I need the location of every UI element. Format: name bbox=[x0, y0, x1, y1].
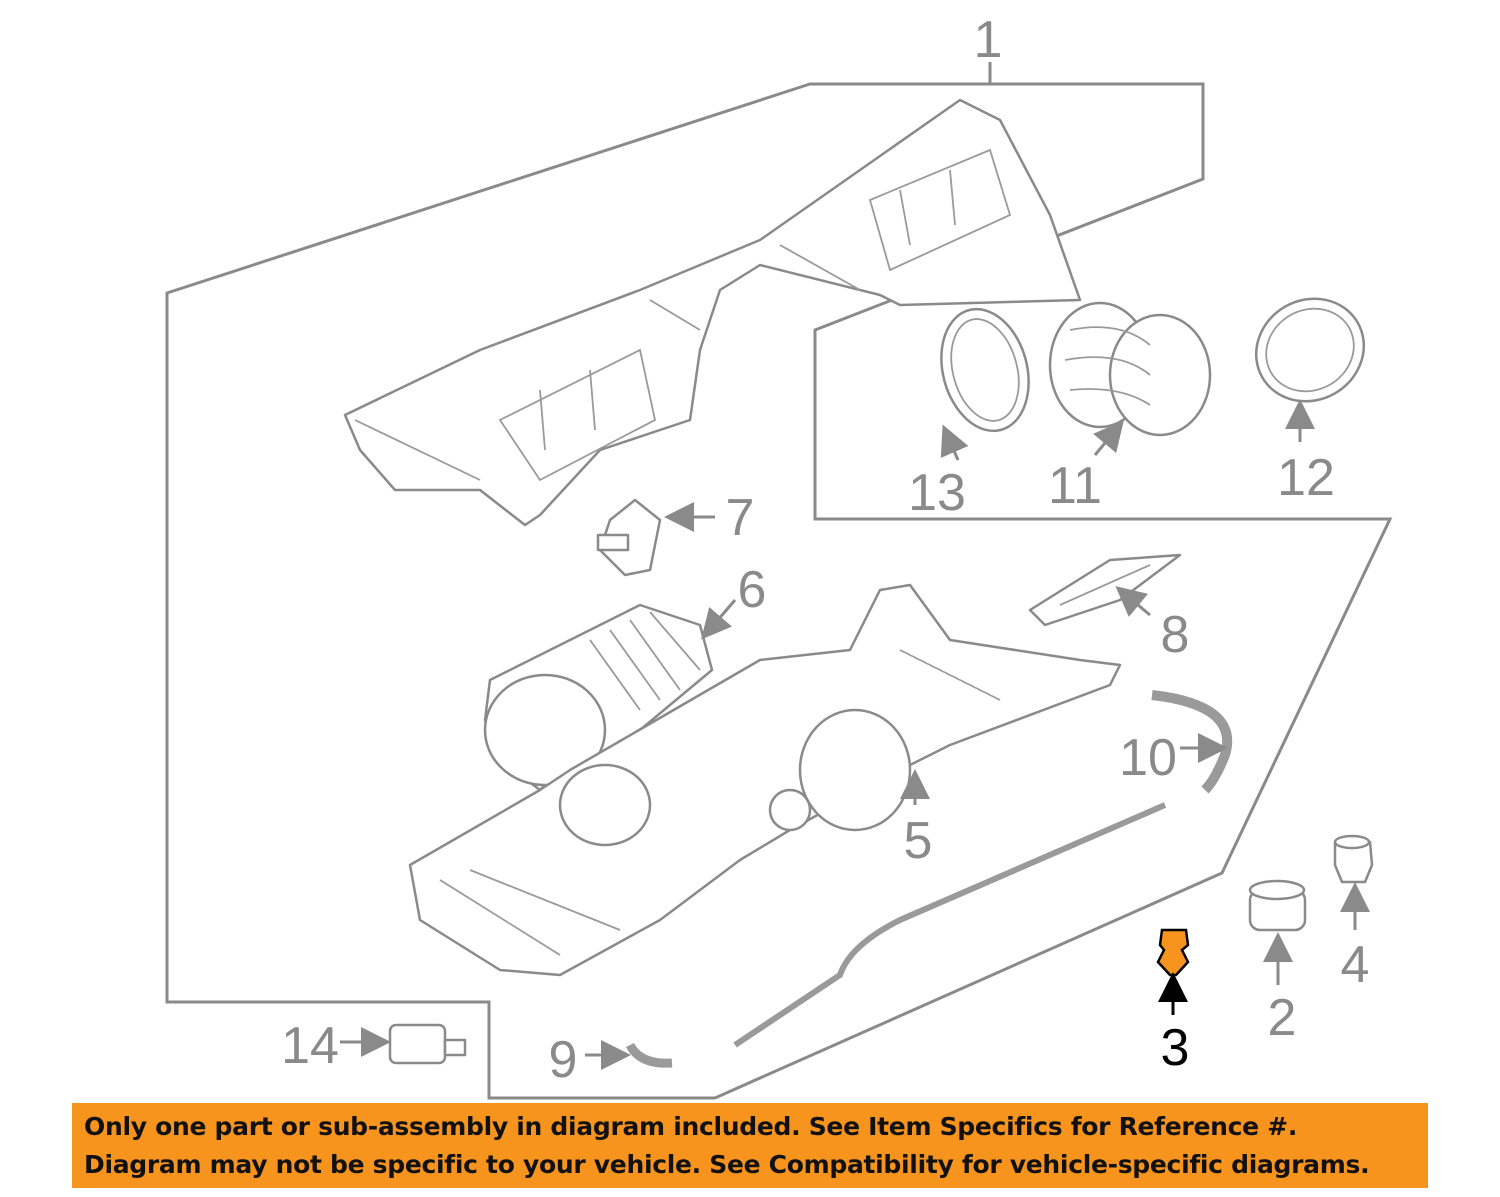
seal-ring-part-13 bbox=[940, 307, 1030, 433]
disclaimer-line-1: Only one part or sub-assembly in diagram… bbox=[84, 1112, 1298, 1141]
insulator-part-4 bbox=[1333, 834, 1374, 884]
clamp-ring-part-12 bbox=[1254, 297, 1366, 403]
bracket-part-8 bbox=[1028, 553, 1182, 627]
air-cleaner-lower-housing-part-5 bbox=[408, 583, 1122, 977]
callout-12: 12 bbox=[1277, 449, 1335, 507]
solenoid-part-14 bbox=[388, 1023, 467, 1065]
callout-6: 6 bbox=[738, 561, 767, 619]
callout-11: 11 bbox=[1048, 457, 1102, 515]
callout-10: 10 bbox=[1119, 729, 1177, 787]
callout-9: 9 bbox=[549, 1031, 578, 1089]
leader-8 bbox=[1115, 586, 1151, 617]
air-cleaner-cover-part bbox=[343, 98, 1082, 527]
callout-3[interactable]: 3 bbox=[1161, 1019, 1190, 1077]
leader-11 bbox=[1093, 420, 1124, 456]
intake-duct-part-11 bbox=[1048, 301, 1212, 437]
callout-1: 1 bbox=[974, 11, 1003, 69]
highlighted-part-3[interactable] bbox=[1156, 928, 1190, 977]
leader-13 bbox=[940, 424, 969, 461]
callout-13: 13 bbox=[908, 464, 966, 522]
hose-part-9 bbox=[625, 1042, 673, 1068]
callout-14: 14 bbox=[281, 1017, 339, 1075]
sensor-part-7 bbox=[596, 498, 662, 577]
callout-8: 8 bbox=[1161, 606, 1190, 664]
assembly-outline bbox=[165, 82, 1393, 1100]
callout-5: 5 bbox=[904, 812, 933, 870]
callout-4: 4 bbox=[1341, 936, 1370, 994]
disclaimer-banner: Only one part or sub-assembly in diagram… bbox=[72, 1103, 1428, 1188]
disclaimer-line-2: Diagram may not be specific to your vehi… bbox=[84, 1150, 1370, 1179]
line-part-9 bbox=[733, 802, 1167, 1048]
air-filter-part-6 bbox=[483, 603, 714, 792]
leader-6 bbox=[701, 599, 737, 640]
callout-7: 7 bbox=[726, 489, 755, 547]
callout-2: 2 bbox=[1268, 989, 1297, 1047]
grommet-part-2 bbox=[1248, 879, 1307, 932]
